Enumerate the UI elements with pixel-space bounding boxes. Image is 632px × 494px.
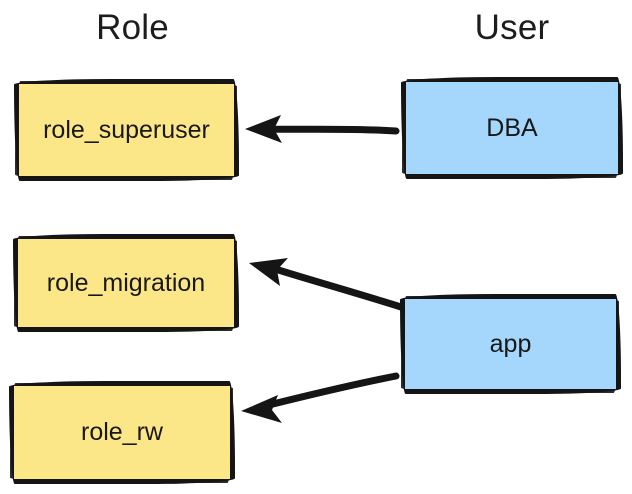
node-dba[interactable]: DBA (401, 77, 623, 179)
node-fill (19, 84, 234, 176)
node-role-superuser[interactable]: role_superuser (14, 79, 239, 181)
node-label: role_superuser (43, 115, 210, 144)
node-label: app (489, 329, 532, 358)
node-fill (406, 82, 618, 174)
node-label: DBA (486, 113, 538, 142)
column-header-role: Role (96, 8, 169, 47)
node-role-migration[interactable]: role_migration (13, 234, 239, 332)
node-app[interactable]: app (400, 294, 621, 394)
node-role-rw[interactable]: role_rw (9, 381, 235, 484)
node-fill (405, 299, 616, 389)
node-label: role_migration (46, 268, 206, 297)
node-label: role_rw (81, 418, 163, 446)
edge-app-to-role-rw (241, 372, 400, 423)
edge-dba-to-role-superuser (245, 115, 400, 143)
column-header-user: User (474, 8, 550, 47)
edge-app-to-role-migration (249, 258, 405, 311)
node-fill (14, 386, 230, 479)
node-fill (18, 239, 234, 327)
